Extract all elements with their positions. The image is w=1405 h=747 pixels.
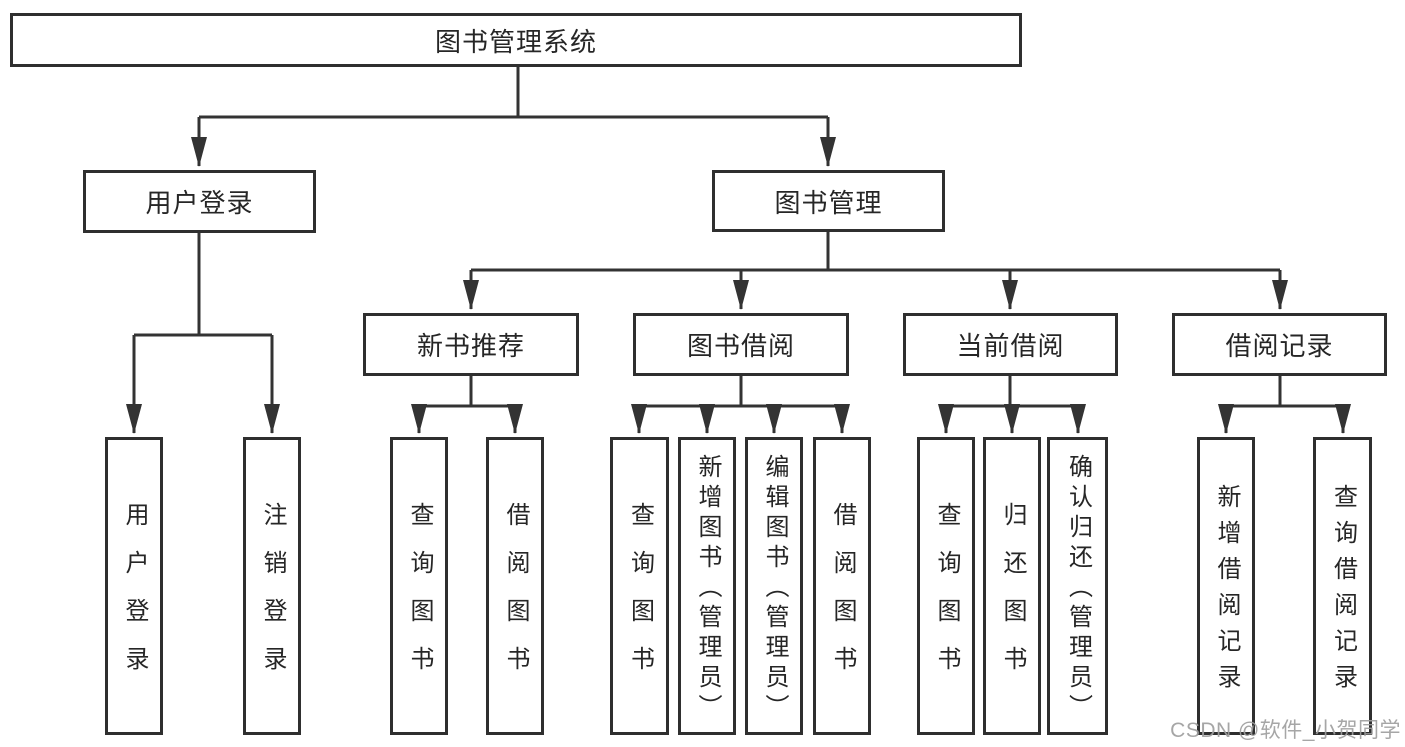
leaf-add-books-admin: 新增图书（管理员） xyxy=(678,437,736,735)
node-label: 用户登录 xyxy=(121,502,148,694)
node-user-login: 用户登录 xyxy=(83,170,316,233)
leaf-borrow-books: 借阅图书 xyxy=(813,437,871,735)
connector-user-login-children xyxy=(126,233,280,434)
csdn-watermark: CSDN @软件_小贺同学 xyxy=(1170,719,1401,742)
node-label: 图书借阅 xyxy=(686,331,795,361)
node-label: 编辑图书（管理员） xyxy=(761,454,788,724)
connector-new-book-recommend-children xyxy=(411,376,523,434)
leaf-query-books-borrowing: 查询图书 xyxy=(610,437,669,735)
leaf-logout: 注销登录 xyxy=(243,437,301,735)
node-label: 图书管理系统 xyxy=(434,26,597,57)
node-borrow-records: 借阅记录 xyxy=(1172,313,1387,376)
node-book-borrowing: 图书借阅 xyxy=(633,313,849,376)
node-current-borrowing: 当前借阅 xyxy=(903,313,1118,376)
connector-current-borrowing-children xyxy=(938,376,1086,434)
leaf-query-books-recommend: 查询图书 xyxy=(390,437,448,735)
node-label: 新增借阅记录 xyxy=(1213,484,1240,700)
node-label: 归还图书 xyxy=(999,502,1026,694)
leaf-confirm-return-admin: 确认归还（管理员） xyxy=(1047,437,1108,735)
node-label: 新增图书（管理员） xyxy=(694,454,721,724)
node-label: 用户登录 xyxy=(145,188,254,218)
node-label: 查询借阅记录 xyxy=(1329,484,1357,700)
leaf-user-login: 用户登录 xyxy=(105,437,163,735)
leaf-add-borrow-record: 新增借阅记录 xyxy=(1197,437,1255,735)
node-label: 新书推荐 xyxy=(416,331,525,361)
node-label: 查询图书 xyxy=(626,502,654,694)
node-label: 借阅图书 xyxy=(829,502,856,694)
node-label: 注销登录 xyxy=(259,502,286,694)
leaf-return-books: 归还图书 xyxy=(983,437,1041,735)
leaf-query-books-current: 查询图书 xyxy=(917,437,975,735)
connector-book-management-children xyxy=(463,232,1288,310)
node-label: 图书管理 xyxy=(774,187,883,218)
connector-borrow-records-children xyxy=(1218,376,1351,434)
node-root-system: 图书管理系统 xyxy=(10,13,1022,67)
connector-book-borrowing-children xyxy=(631,376,850,434)
node-label: 查询图书 xyxy=(406,502,433,694)
node-label: 借阅图书 xyxy=(502,502,529,694)
leaf-edit-books-admin: 编辑图书（管理员） xyxy=(745,437,803,735)
connector-root-to-level2 xyxy=(191,67,836,167)
node-label: 借阅记录 xyxy=(1225,331,1334,361)
leaf-query-borrow-record: 查询借阅记录 xyxy=(1313,437,1372,735)
node-new-book-recommend: 新书推荐 xyxy=(363,313,579,376)
node-label: 确认归还（管理员） xyxy=(1064,454,1092,724)
node-label: 当前借阅 xyxy=(956,331,1065,361)
node-label: 查询图书 xyxy=(933,502,960,694)
node-book-management: 图书管理 xyxy=(712,170,945,232)
leaf-borrow-books-recommend: 借阅图书 xyxy=(486,437,544,735)
